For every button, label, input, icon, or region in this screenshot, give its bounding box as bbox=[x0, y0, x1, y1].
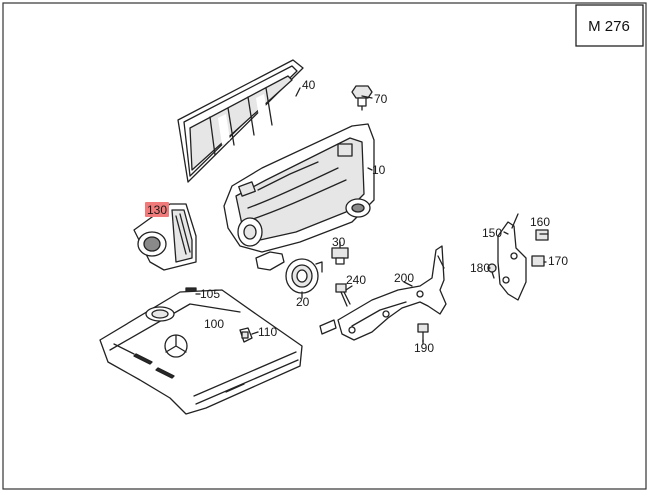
part-200-bracket[interactable] bbox=[319, 245, 447, 341]
label-part-20[interactable]: 20 bbox=[296, 295, 310, 309]
model-code: M 276 bbox=[588, 18, 630, 35]
label-part-150[interactable]: 150 bbox=[482, 226, 502, 240]
part-70-screw[interactable] bbox=[351, 85, 373, 111]
label-part-170[interactable]: 170 bbox=[548, 254, 568, 268]
label-part-10[interactable]: 10 bbox=[372, 163, 386, 177]
part-110-clip[interactable] bbox=[239, 327, 253, 343]
label-part-130[interactable]: 130 bbox=[147, 203, 167, 217]
leader-lines bbox=[195, 87, 549, 345]
part-190-screw[interactable] bbox=[417, 323, 429, 343]
label-part-100[interactable]: 100 bbox=[204, 317, 224, 331]
model-code-box: M 276 bbox=[575, 4, 644, 47]
part-160-clamp[interactable] bbox=[535, 229, 549, 241]
label-part-40[interactable]: 40 bbox=[302, 78, 316, 92]
part-150-bracket[interactable] bbox=[497, 213, 527, 301]
part-20-seal[interactable] bbox=[285, 258, 323, 294]
part-10-filter-housing[interactable] bbox=[223, 123, 375, 271]
label-part-160[interactable]: 160 bbox=[530, 215, 550, 229]
label-part-190[interactable]: 190 bbox=[414, 341, 434, 355]
label-part-30[interactable]: 30 bbox=[332, 235, 346, 249]
part-170-clamp[interactable] bbox=[531, 255, 545, 267]
label-part-200[interactable]: 200 bbox=[394, 271, 414, 285]
part-40-filter-element[interactable] bbox=[177, 59, 304, 183]
part-130-intake-duct[interactable] bbox=[133, 203, 197, 271]
label-part-105[interactable]: 105 bbox=[200, 287, 220, 301]
part-labels: 40 70 10 130 30 240 20 105 100 110 200 1… bbox=[147, 78, 568, 355]
label-part-180[interactable]: 180 bbox=[470, 261, 490, 275]
part-100-engine-cover[interactable] bbox=[99, 289, 303, 415]
part-130-highlight bbox=[145, 202, 169, 217]
label-part-70[interactable]: 70 bbox=[374, 92, 388, 106]
label-part-110[interactable]: 110 bbox=[258, 325, 277, 339]
label-part-240[interactable]: 240 bbox=[346, 273, 366, 287]
part-30-sensor[interactable] bbox=[331, 247, 349, 265]
part-240-bolt[interactable] bbox=[335, 283, 351, 307]
